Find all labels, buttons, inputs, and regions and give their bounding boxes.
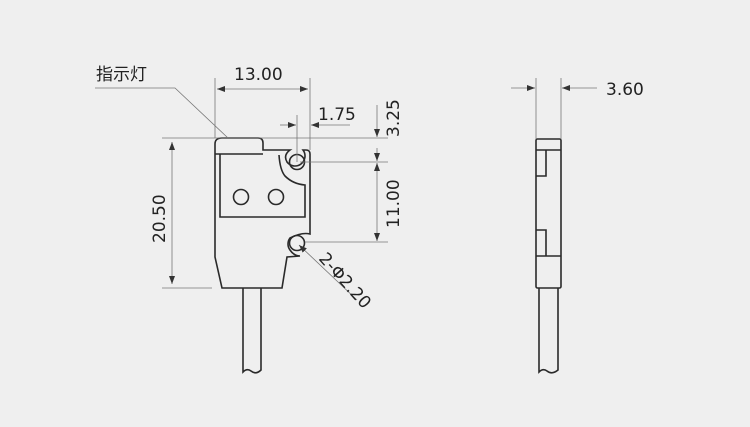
dim-height-label: 20.50 xyxy=(150,194,170,243)
dim-width-label: 13.00 xyxy=(234,65,283,85)
dim-thickness-label: 3.60 xyxy=(606,80,644,100)
sensor-body-outline xyxy=(214,137,311,289)
dim-hole-spacing-label: 11.00 xyxy=(384,179,404,228)
lens-emitter xyxy=(232,188,250,206)
side-view: 3.60 xyxy=(511,78,644,374)
dimension-lines xyxy=(95,78,388,301)
dim-holes-label: 2-Φ2.20 xyxy=(314,249,374,313)
side-body xyxy=(535,138,562,289)
lens-receiver xyxy=(267,188,285,206)
mounting-hole-bottom xyxy=(288,234,306,252)
dim-hole-offset-label: 1.75 xyxy=(318,105,356,125)
side-cable xyxy=(538,288,559,374)
indicator-light-label: 指示灯 xyxy=(96,65,147,85)
dim-top-to-hole-label: 3.25 xyxy=(384,99,404,137)
inner-window xyxy=(219,154,306,218)
front-view: 指示灯 13.00 1.75 3.25 11.00 20.50 2-Φ2.20 xyxy=(95,65,404,374)
cable xyxy=(242,288,262,374)
